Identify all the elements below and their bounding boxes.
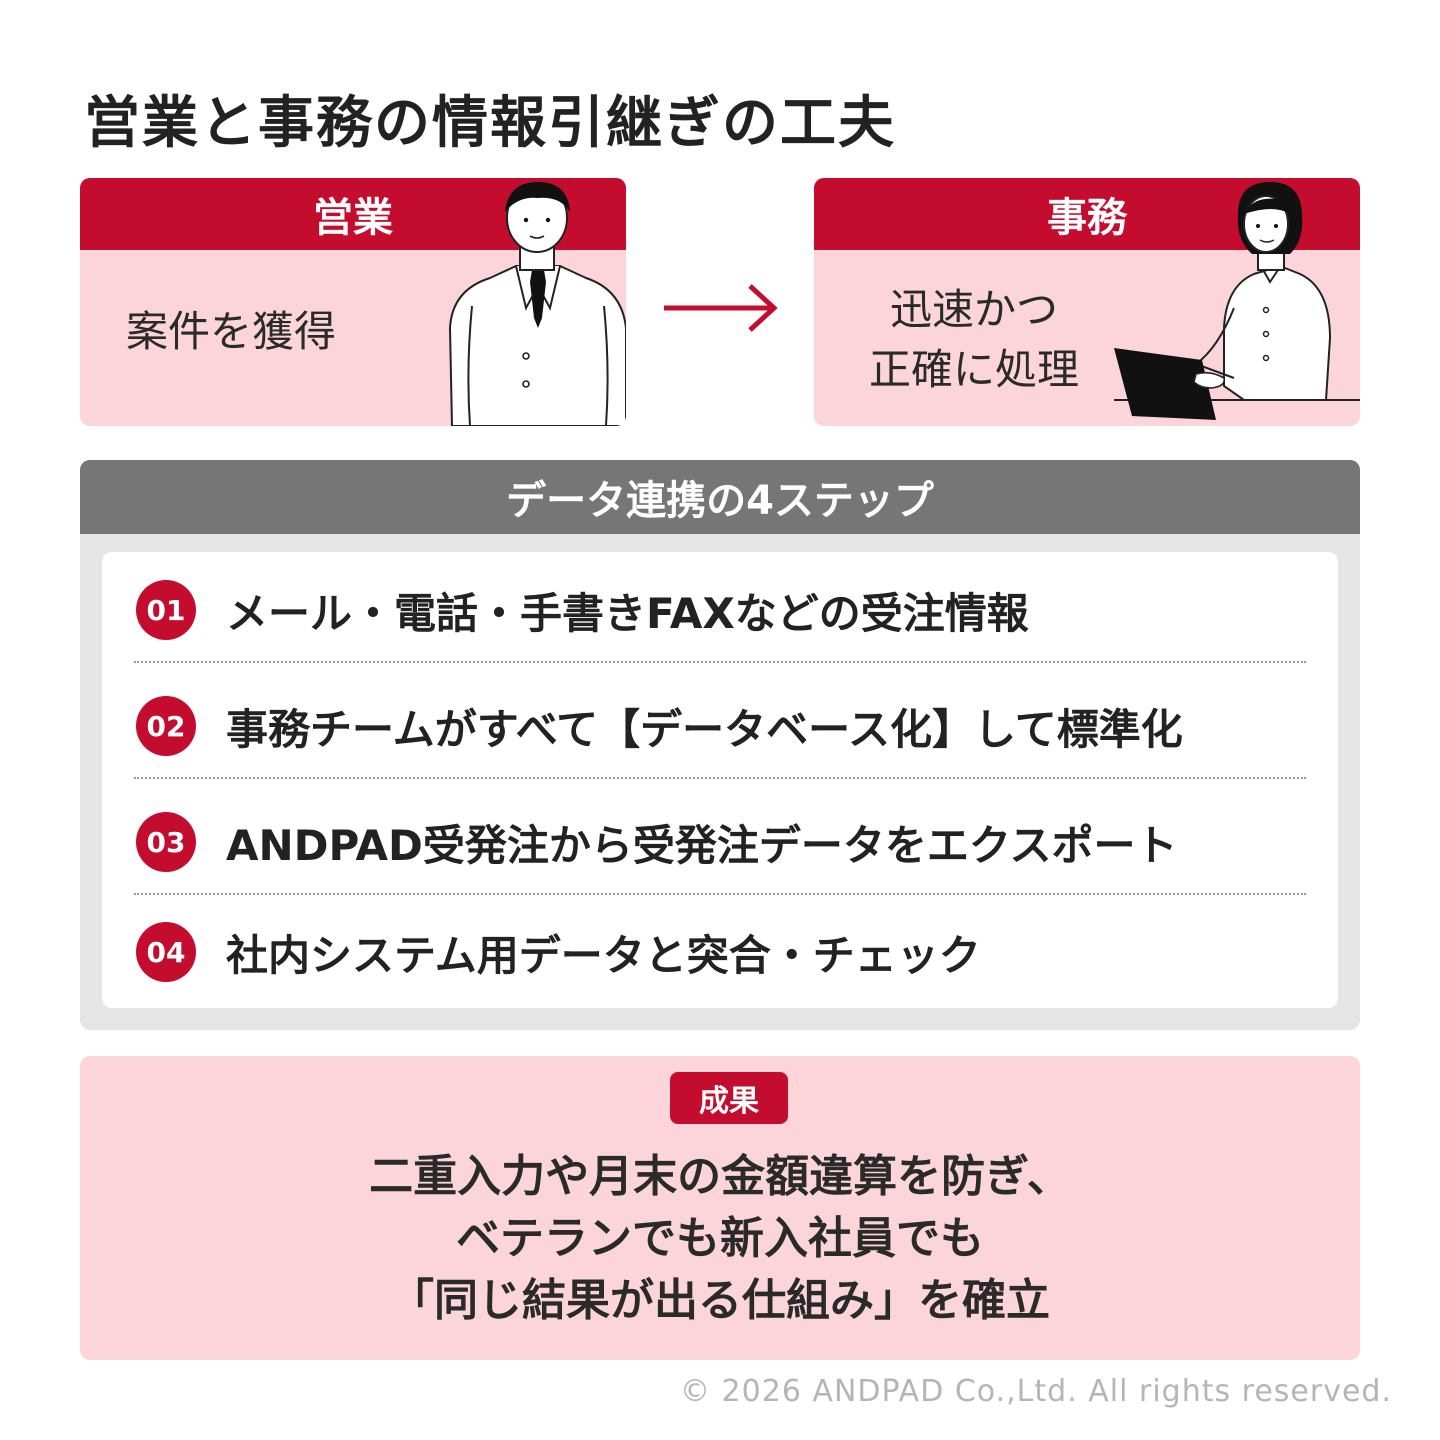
step-text: 事務チームがすべて【データベース化】して標準化 — [226, 704, 1183, 754]
sales-card-text: 案件を獲得 — [126, 307, 337, 356]
step-item-01: 01 メール・電話・手書きFAXなどの受注情報 — [136, 552, 1306, 668]
step-item-04: 04 社内システム用データと突合・チェック — [136, 894, 1306, 1010]
step-number-badge: 03 — [136, 812, 196, 872]
step-item-02: 02 事務チームがすべて【データベース化】して標準化 — [136, 668, 1306, 784]
step-number-badge: 04 — [136, 922, 196, 982]
steps-heading: データ連携の4ステップ — [80, 460, 1360, 534]
step-number-badge: 02 — [136, 696, 196, 756]
result-line-2: ベテランでも新入社員でも — [456, 1213, 984, 1264]
office-text-line2: 正確に処理 — [868, 345, 1079, 394]
office-worker-illustration-icon — [1114, 182, 1360, 420]
steps-panel: データ連携の4ステップ 01 メール・電話・手書きFAXなどの受注情報 02 事… — [80, 460, 1360, 1030]
salesman-illustration-icon — [448, 182, 626, 426]
office-text-line1: 迅速かつ — [889, 285, 1058, 334]
step-divider — [134, 777, 1306, 779]
arrow-right-icon — [664, 284, 778, 332]
result-line-3: 「同じ結果が出る仕組み」を確立 — [390, 1275, 1050, 1326]
step-item-03: 03 ANDPAD受発注から受発注データをエクスポート — [136, 784, 1306, 900]
step-text: 社内システム用データと突合・チェック — [226, 930, 981, 980]
result-text: 二重入力や月末の金額違算を防ぎ、 ベテランでも新入社員でも 「同じ結果が出る仕組… — [80, 1146, 1360, 1332]
step-text: メール・電話・手書きFAXなどの受注情報 — [226, 588, 1029, 638]
steps-list: 01 メール・電話・手書きFAXなどの受注情報 02 事務チームがすべて【データ… — [102, 552, 1338, 1008]
result-line-1: 二重入力や月末の金額違算を防ぎ、 — [369, 1151, 1071, 1202]
office-card: 事務 迅速かつ 正確に処理 — [814, 178, 1360, 426]
sales-card: 営業 案件を獲得 — [80, 178, 626, 426]
page-title: 営業と事務の情報引継ぎの工夫 — [84, 91, 896, 156]
step-text: ANDPAD受発注から受発注データをエクスポート — [226, 820, 1178, 870]
result-panel: 成果 二重入力や月末の金額違算を防ぎ、 ベテランでも新入社員でも 「同じ結果が出… — [80, 1056, 1360, 1360]
office-card-text: 迅速かつ 正確に処理 — [850, 280, 1098, 400]
copyright-notice: © 2026 ANDPAD Co.,Ltd. All rights reserv… — [680, 1374, 1392, 1409]
step-number-badge: 01 — [136, 580, 196, 640]
step-divider — [134, 661, 1306, 663]
step-divider — [134, 893, 1306, 895]
result-badge: 成果 — [670, 1072, 788, 1124]
